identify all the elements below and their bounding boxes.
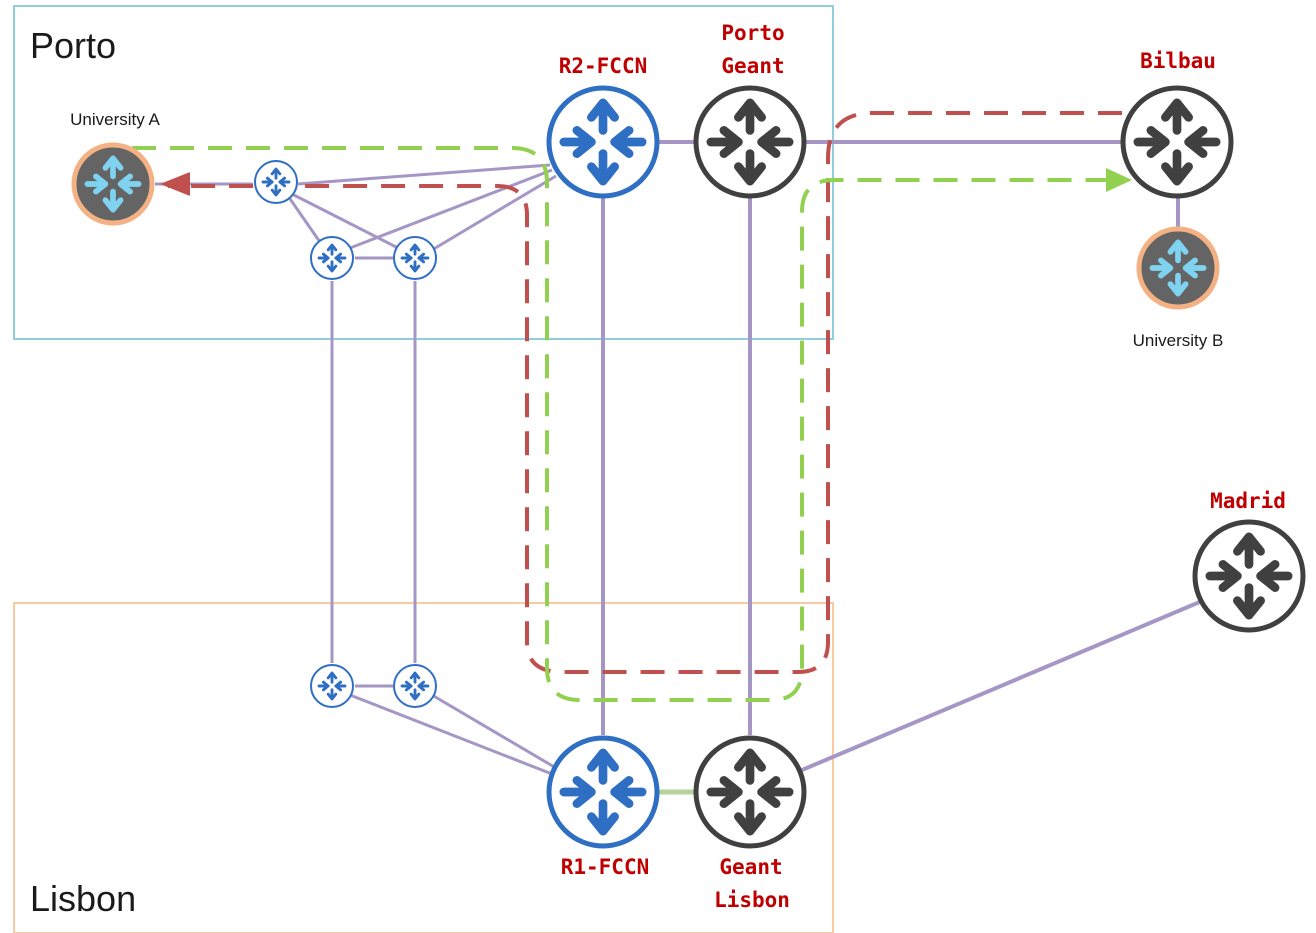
lisbon-region-box xyxy=(13,602,834,933)
router-icon xyxy=(254,160,298,204)
router-icon xyxy=(310,236,354,280)
lisbon-region-label: Lisbon xyxy=(30,878,136,919)
madrid-label: Madrid xyxy=(1210,489,1286,513)
router-icon xyxy=(693,85,807,199)
router-madrid[interactable] xyxy=(1192,519,1306,633)
green-arrowhead-icon xyxy=(1106,168,1132,192)
university-a-label: University A xyxy=(70,110,160,129)
router-university-b[interactable] xyxy=(1136,226,1220,310)
router-icon xyxy=(693,735,807,849)
geant-lisbon-label-line2: Lisbon xyxy=(714,888,790,912)
router-porto-geant[interactable] xyxy=(693,85,807,199)
small-router-4[interactable] xyxy=(310,664,354,708)
small-router-5[interactable] xyxy=(393,664,437,708)
router-icon xyxy=(1192,519,1306,633)
university-b-label: University B xyxy=(1133,331,1224,350)
porto-region-box xyxy=(13,5,834,340)
link-small-1-small-2 xyxy=(286,195,324,246)
link-small-3-r2 xyxy=(431,174,557,252)
geant-lisbon-label-line1: Geant xyxy=(719,855,782,879)
router-icon xyxy=(310,664,354,708)
router-icon xyxy=(546,735,660,849)
red-arrowhead-icon xyxy=(160,172,190,196)
red-path xyxy=(168,111,1122,674)
link-small-5-r1 xyxy=(431,693,557,770)
router-icon xyxy=(1120,85,1234,199)
small-router-1[interactable] xyxy=(254,160,298,204)
green-path xyxy=(132,146,1108,702)
r1-fccn-label: R1-FCCN xyxy=(561,855,650,879)
router-university-a[interactable] xyxy=(71,142,155,226)
porto-geant-label-line1: Porto xyxy=(721,21,784,45)
router-icon xyxy=(1136,226,1220,310)
small-router-2[interactable] xyxy=(310,236,354,280)
router-r1-fccn[interactable] xyxy=(546,735,660,849)
r2-fccn-label: R2-FCCN xyxy=(559,54,648,78)
porto-geant-label-line2: Geant xyxy=(721,54,784,78)
router-icon xyxy=(546,85,660,199)
router-r2-fccn[interactable] xyxy=(546,85,660,199)
bilbau-label: Bilbau xyxy=(1140,49,1216,73)
router-bilbau[interactable] xyxy=(1120,85,1234,199)
small-router-3[interactable] xyxy=(393,236,437,280)
link-small-1-r2 xyxy=(297,163,551,186)
link-small-1-small-3 xyxy=(289,191,399,250)
router-icon xyxy=(393,236,437,280)
router-icon xyxy=(393,664,437,708)
router-geant-lisbon[interactable] xyxy=(693,735,807,849)
link-small-2-r2 xyxy=(349,168,553,250)
router-icon xyxy=(71,142,155,226)
links xyxy=(155,140,1203,795)
link-small-4-r1 xyxy=(349,693,553,776)
link-geant-lisbon-madrid xyxy=(801,599,1203,772)
porto-region-label: Porto xyxy=(30,25,116,66)
